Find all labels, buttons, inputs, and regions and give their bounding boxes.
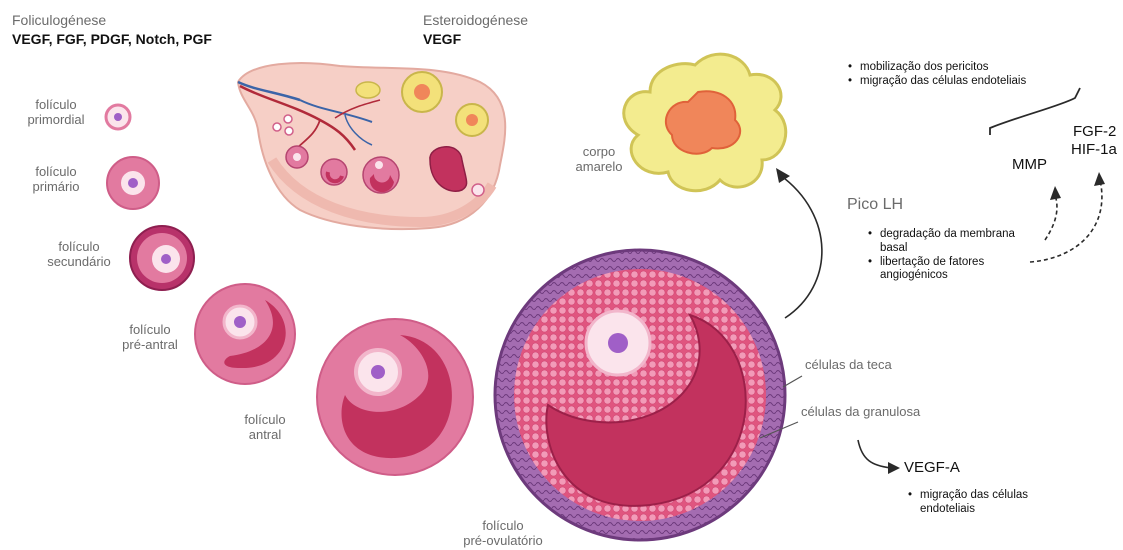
label-celulas-teca: células da teca: [805, 358, 892, 373]
vegf-a-bullet-item: migração das células endoteliais: [906, 489, 1050, 517]
lh-effects-list: degradação da membrana basal libertação …: [866, 228, 1046, 283]
primary-follicle: [107, 157, 159, 209]
lh-effect-item: libertação de fatores angiogénicos: [866, 256, 1030, 284]
corpus-luteum: [624, 54, 786, 191]
pico-lh-label: Pico LH: [847, 196, 903, 214]
esteroidogenese-title: Esteroidogénese: [423, 12, 528, 28]
lh-effect-item: degradação da membrana basal: [866, 228, 1030, 256]
pre-antral-follicle: [195, 284, 295, 384]
top-bracket: [990, 88, 1080, 135]
hif1a-label: HIF-1a: [1071, 141, 1117, 158]
primordial-follicle: [106, 105, 130, 129]
pre-ovulatory-follicle: [495, 250, 785, 540]
label-celulas-granulosa: células da granulosa: [801, 405, 920, 420]
antral-follicle: [317, 319, 473, 475]
arrow-granulosa-to-vegfa: [858, 440, 892, 468]
top-bullet-item: migração das células endoteliais: [846, 75, 1026, 89]
foliculogenese-title: Foliculogénese: [12, 12, 106, 28]
esteroidogenese-factors: VEGF: [423, 31, 461, 47]
vegf-a-bullets-list: migração das células endoteliais: [906, 489, 1050, 517]
fgf2-label: FGF-2: [1073, 123, 1116, 140]
arrow-to-corpus-luteum: [780, 175, 822, 318]
top-bullet-item: mobilização dos pericitos: [846, 61, 1026, 75]
secondary-follicle: [130, 226, 194, 290]
top-bullets-list: mobilização dos pericitos migração das c…: [846, 61, 1026, 89]
mmp-label: MMP: [1012, 156, 1047, 173]
foliculogenese-factors: VEGF, FGF, PDGF, Notch, PGF: [12, 31, 212, 47]
vegf-a-label: VEGF-A: [904, 459, 960, 476]
arrow-to-mmp: [1045, 195, 1057, 240]
ovary: [238, 63, 505, 229]
